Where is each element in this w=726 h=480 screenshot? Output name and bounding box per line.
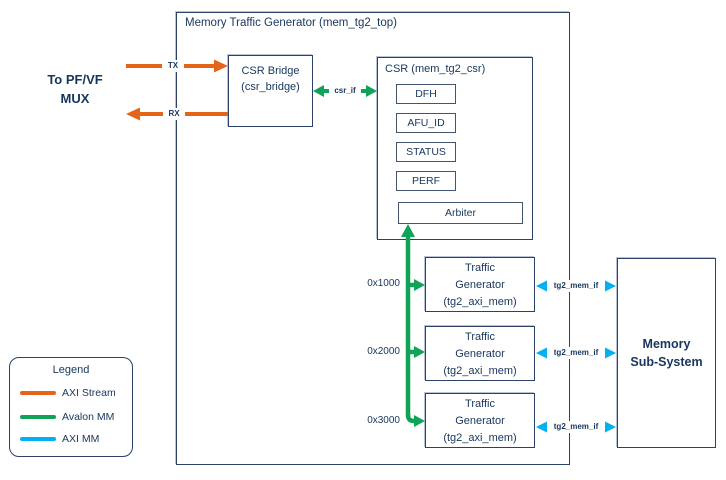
- csr-bridge-box: CSR Bridge (csr_bridge): [228, 55, 313, 127]
- csr-bridge-line2: (csr_bridge): [241, 81, 300, 93]
- tg1-line3: (tg2_axi_mem): [443, 296, 517, 308]
- diagram-title: Memory Traffic Generator (mem_tg2_top): [185, 17, 397, 29]
- to-pfvf-mux-line1: To PF/VF: [47, 72, 103, 87]
- csr-register-perf: PERF: [396, 171, 456, 191]
- csr-register-dfh: DFH: [396, 84, 456, 104]
- to-pfvf-mux-label: To PF/VF MUX: [25, 70, 125, 108]
- tg3-address-label: 0x3000: [367, 415, 400, 426]
- tg2-address-label: 0x2000: [367, 346, 400, 357]
- legend-item-avalon-mm: Avalon MM: [10, 410, 132, 424]
- csr-register-afu-id: AFU_ID: [396, 113, 456, 133]
- tg2-mem-if-label-1: tg2_mem_if: [547, 280, 605, 292]
- csr-bridge-line1: CSR Bridge: [241, 65, 300, 77]
- memory-subsystem-line2: Sub-System: [630, 355, 703, 369]
- axi-stream-label: AXI Stream: [62, 387, 116, 399]
- tg2-mem-if-label-3: tg2_mem_if: [547, 421, 605, 433]
- csr-arbiter-box: Arbiter: [398, 202, 523, 224]
- csr-if-label: csr_if: [329, 85, 361, 97]
- legend-item-axi-mm: AXI MM: [10, 432, 132, 446]
- legend-box: Legend AXI Stream Avalon MM AXI MM: [9, 357, 133, 457]
- avalon-mm-swatch: [20, 415, 56, 419]
- traffic-generator-box-1: Traffic Generator (tg2_axi_mem): [425, 257, 535, 312]
- tg3-line3: (tg2_axi_mem): [443, 432, 517, 444]
- to-pfvf-mux-line2: MUX: [60, 91, 90, 106]
- legend-title: Legend: [52, 364, 90, 376]
- tg3-line1: Traffic: [465, 398, 495, 410]
- rx-label: RX: [163, 108, 185, 120]
- tg1-line2: Generator: [455, 279, 505, 291]
- csr-box: CSR (mem_tg2_csr) DFH AFU_ID STATUS PERF…: [377, 57, 533, 240]
- tg2-line3: (tg2_axi_mem): [443, 365, 517, 377]
- memory-subsystem-line1: Memory: [642, 337, 691, 351]
- axi-mm-swatch: [20, 437, 56, 441]
- csr-title: CSR (mem_tg2_csr): [385, 63, 486, 75]
- tg3-line2: Generator: [455, 415, 505, 427]
- axi-stream-swatch: [20, 391, 56, 395]
- tg2-mem-if-label-2: tg2_mem_if: [547, 347, 605, 359]
- memory-subsystem-box: Memory Sub-System: [617, 258, 716, 448]
- traffic-generator-box-2: Traffic Generator (tg2_axi_mem): [425, 326, 535, 381]
- tg2-line1: Traffic: [465, 331, 495, 343]
- tg2-line2: Generator: [455, 348, 505, 360]
- tg1-address-label: 0x1000: [367, 278, 400, 289]
- legend-item-axi-stream: AXI Stream: [10, 386, 132, 400]
- avalon-mm-label: Avalon MM: [62, 411, 115, 423]
- tx-label: TX: [162, 60, 184, 72]
- axi-mm-label: AXI MM: [62, 433, 100, 445]
- csr-register-status: STATUS: [396, 142, 456, 162]
- traffic-generator-box-3: Traffic Generator (tg2_axi_mem): [425, 393, 535, 448]
- tg1-line1: Traffic: [465, 262, 495, 274]
